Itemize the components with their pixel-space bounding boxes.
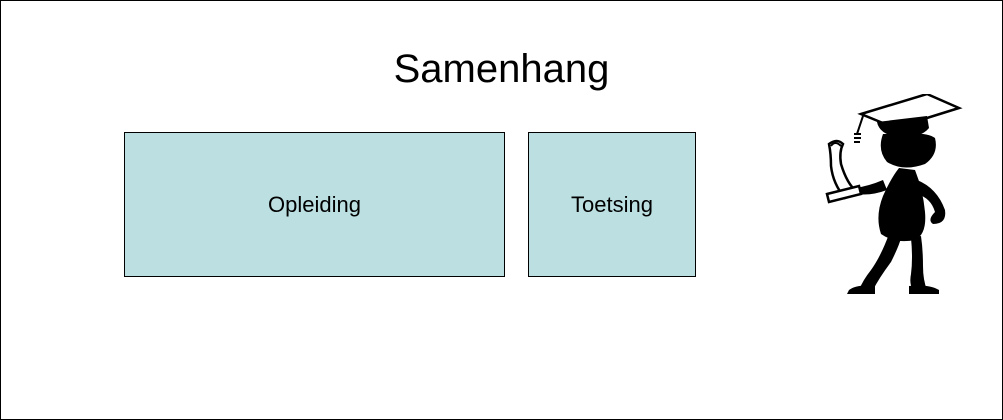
- graduate-with-diploma-icon: [825, 94, 963, 294]
- opleiding-label: Opleiding: [268, 191, 361, 217]
- toetsing-box: Toetsing: [528, 132, 696, 277]
- slide-title: Samenhang: [393, 47, 610, 91]
- toetsing-label: Toetsing: [571, 191, 653, 217]
- opleiding-box: Opleiding: [124, 132, 505, 277]
